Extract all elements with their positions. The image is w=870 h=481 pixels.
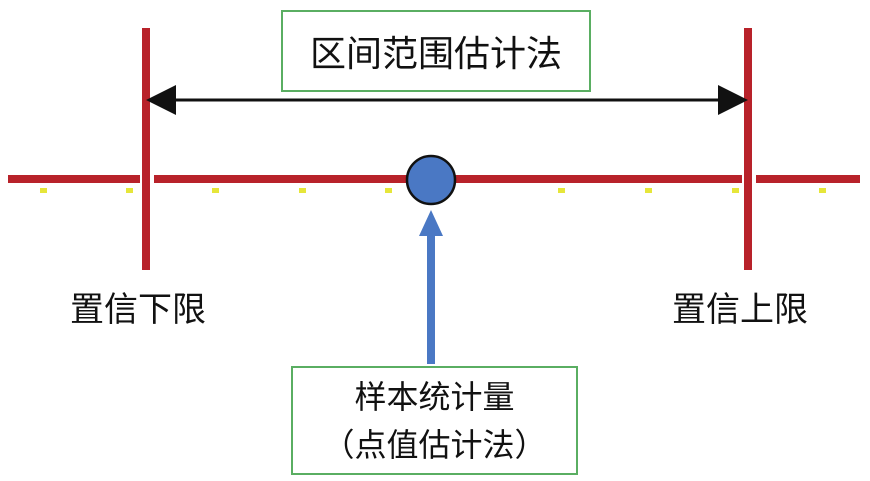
tick-mark [299, 188, 306, 193]
sample-statistic-label: 样本统计量 [354, 377, 515, 416]
lower-limit-label: 置信下限 [70, 290, 206, 330]
tick-mark [212, 188, 219, 193]
point-estimation-label: （点值估计法） [322, 425, 547, 464]
tick-mark [40, 188, 47, 193]
tick-mark [126, 188, 133, 193]
tick-mark [385, 188, 392, 193]
tick-mark [819, 188, 826, 193]
lower-limit-line [142, 28, 150, 270]
point-arrow-head [419, 210, 443, 236]
tick-marks [40, 188, 826, 193]
upper-limit-label: 置信上限 [672, 290, 808, 330]
point-estimation-box: 样本统计量 （点值估计法） [291, 366, 578, 475]
interval-estimation-box: 区间范围估计法 [281, 10, 591, 92]
point-arrow-shaft [427, 234, 435, 364]
tick-mark [558, 188, 565, 193]
interval-estimation-title: 区间范围估计法 [309, 34, 562, 75]
upper-limit-line [744, 28, 752, 270]
tick-mark [732, 188, 739, 193]
point-estimate-dot [405, 154, 457, 206]
tick-mark [645, 188, 652, 193]
